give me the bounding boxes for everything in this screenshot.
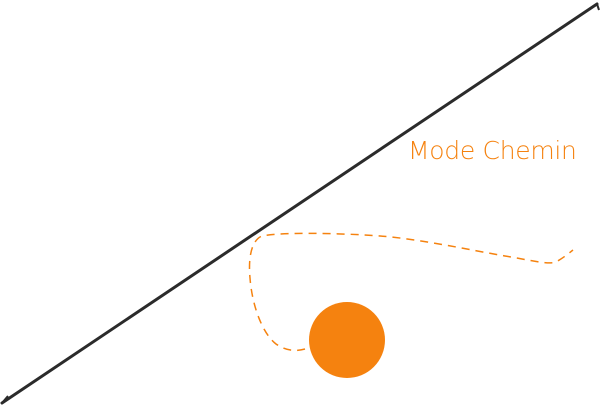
ball-circle <box>309 302 385 378</box>
line-end-tick-bottom <box>1 395 9 404</box>
line-end-tick-top <box>596 3 600 11</box>
mode-label: Mode Chemin <box>408 136 577 165</box>
dashed-path <box>248 232 574 352</box>
